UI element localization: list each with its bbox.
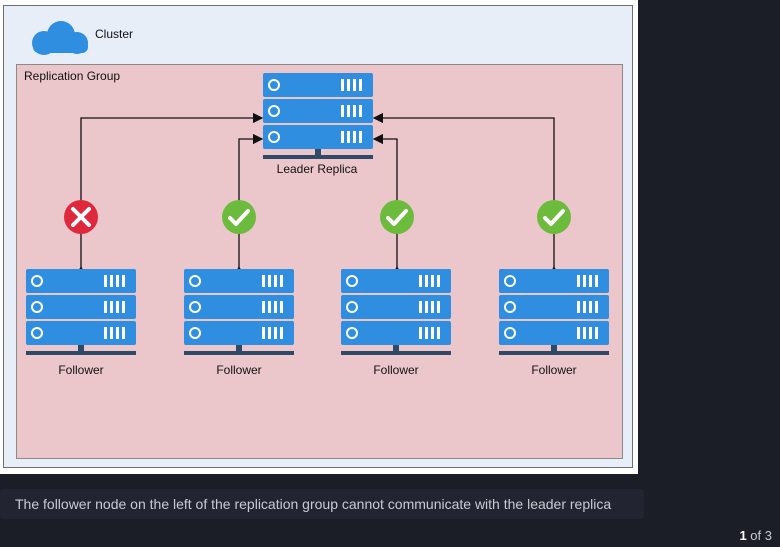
check-circle-icon xyxy=(222,200,256,234)
page-separator: of xyxy=(750,528,762,543)
caption-box xyxy=(0,489,644,519)
connector-follower-1 xyxy=(75,112,264,277)
page-total: 3 xyxy=(764,528,772,543)
follower-label: Follower xyxy=(58,363,104,377)
follower-label: Follower xyxy=(373,363,419,377)
connector-follower-4 xyxy=(372,112,560,277)
page-current: 1 xyxy=(739,528,747,543)
cloud-icon xyxy=(32,21,88,55)
follower-label: Follower xyxy=(531,363,577,377)
page-indicator: 1 of 3 xyxy=(739,528,772,543)
leader-label: Leader Replica xyxy=(276,162,358,176)
follower-label: Follower xyxy=(216,363,262,377)
check-circle-icon xyxy=(537,200,571,234)
check-circle-icon xyxy=(380,200,414,234)
cluster-label: Cluster xyxy=(95,27,134,41)
diagram-canvas xyxy=(0,21,640,476)
follower-server-icon xyxy=(26,269,136,355)
follower-server-icon xyxy=(184,269,294,355)
follower-server-icon xyxy=(499,269,609,355)
x-circle-icon xyxy=(64,200,98,234)
leader-server-icon xyxy=(263,73,373,159)
replication-group-label: Replication Group xyxy=(24,69,121,83)
follower-server-icon xyxy=(341,269,451,355)
caption-text: The follower node on the left of the rep… xyxy=(15,496,612,512)
